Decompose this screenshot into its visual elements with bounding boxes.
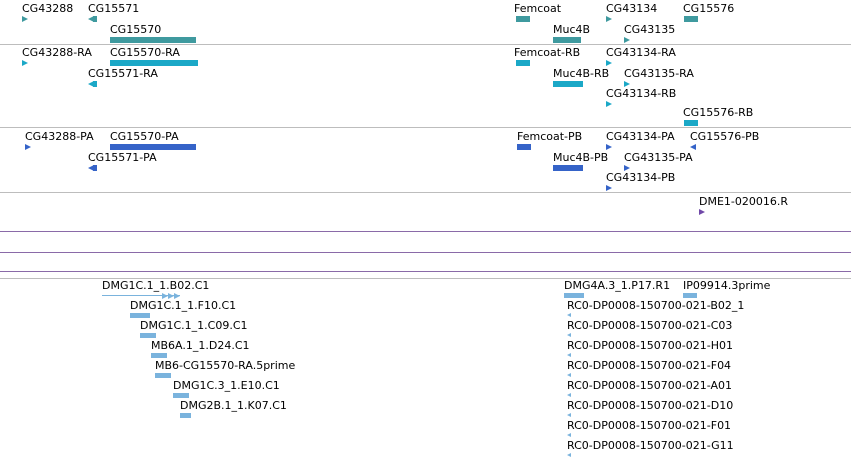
gene-track: CG43288 CG15571 CG15570 Femcoat CG43134 … [0, 0, 851, 44]
gene-label[interactable]: Femcoat [514, 2, 562, 15]
transcript-label[interactable]: CG43135-RA [624, 67, 694, 80]
gene-label[interactable]: CG43288 [22, 2, 74, 15]
protein-label[interactable]: CG43134-PB [606, 171, 676, 184]
est-label[interactable]: DMG1C.1_1.F10.C1 [130, 299, 237, 312]
est-label[interactable]: DMG1C.1_1.B02.C1 [102, 279, 210, 292]
est-feature[interactable] [151, 353, 167, 358]
transcript-feature[interactable] [684, 120, 698, 126]
est-track: DMG1C.1_1.B02.C1 DMG1C.1_1.F10.C1 DMG1C.… [0, 279, 851, 461]
est-label[interactable]: DMG1C.3_1.E10.C1 [173, 379, 280, 392]
transcript-feature[interactable] [516, 60, 530, 66]
transcript-feature[interactable] [110, 60, 198, 66]
gene-label[interactable]: CG15570 [110, 23, 162, 36]
protein-label[interactable]: CG43288-PA [25, 130, 94, 143]
protein-feature[interactable] [553, 165, 583, 171]
est-label[interactable]: DMG4A.3_1.P17.R1 [564, 279, 671, 292]
track-separator [0, 44, 851, 45]
gene-feature[interactable] [684, 16, 698, 22]
protein-label[interactable]: CG43135-PA [624, 151, 693, 164]
est-label[interactable]: RC0-DP0008-150700-021-G11 [567, 439, 734, 452]
est-label[interactable]: MB6A.1_1.D24.C1 [151, 339, 250, 352]
gene-feature[interactable] [110, 37, 196, 43]
est-label[interactable]: RC0-DP0008-150700-021-F04 [567, 359, 732, 372]
gene-feature[interactable] [516, 16, 530, 22]
gene-feature[interactable] [553, 37, 581, 43]
protein-label[interactable]: Muc4B-PB [553, 151, 609, 164]
track-separator [0, 278, 851, 279]
transcript-label[interactable]: CG43134-RB [606, 87, 677, 100]
est-feature[interactable] [130, 313, 150, 318]
est-label[interactable]: MB6-CG15570-RA.5prime [155, 359, 296, 372]
est-feature[interactable] [173, 393, 189, 398]
est-label[interactable]: RC0-DP0008-150700-021-A01 [567, 379, 733, 392]
protein-label[interactable]: CG15570-PA [110, 130, 179, 143]
transcript-label[interactable]: Femcoat-RB [514, 46, 581, 59]
est-label[interactable]: DMG2B.1_1.K07.C1 [180, 399, 287, 412]
est-label[interactable]: RC0-DP0008-150700-021-B02_1 [567, 299, 745, 312]
est-label[interactable]: IP09914.3prime [683, 279, 771, 292]
est-label[interactable]: RC0-DP0008-150700-021-H01 [567, 339, 734, 352]
transcript-label[interactable]: CG15570-RA [110, 46, 180, 59]
est-feature[interactable] [140, 333, 156, 338]
protein-track: CG43288-PA CG15570-PA CG15571-PA Femcoat… [0, 128, 851, 192]
repeat-track: DME1-020016.R [0, 193, 851, 231]
protein-label[interactable]: Femcoat-PB [517, 130, 583, 143]
est-feature[interactable] [102, 293, 180, 299]
repeat-label[interactable]: DME1-020016.R [699, 195, 789, 208]
gene-label[interactable]: Muc4B [553, 23, 591, 36]
protein-label[interactable]: CG15571-PA [88, 151, 157, 164]
transcript-label[interactable]: CG43134-RA [606, 46, 676, 59]
gene-label[interactable]: CG43135 [624, 23, 676, 36]
gene-label[interactable]: CG15571 [88, 2, 140, 15]
track-separator [0, 127, 851, 128]
gene-label[interactable]: CG15576 [683, 2, 735, 15]
empty-track-separator [0, 252, 851, 253]
est-label[interactable]: RC0-DP0008-150700-021-D10 [567, 399, 734, 412]
protein-feature[interactable] [110, 144, 196, 150]
est-label[interactable]: RC0-DP0008-150700-021-F01 [567, 419, 732, 432]
est-feature[interactable] [683, 293, 697, 298]
est-label[interactable]: DMG1C.1_1.C09.C1 [140, 319, 248, 332]
track-separator [0, 192, 851, 193]
transcript-label[interactable]: CG15576-RB [683, 106, 754, 119]
rna-track: CG43288-RA CG15570-RA CG15571-RA Femcoat… [0, 45, 851, 127]
protein-label[interactable]: CG15576-PB [690, 130, 760, 143]
est-feature[interactable] [564, 293, 584, 298]
track-separator [0, 231, 851, 232]
transcript-label[interactable]: CG43288-RA [22, 46, 92, 59]
est-feature[interactable] [155, 373, 171, 378]
gene-label[interactable]: CG43134 [606, 2, 658, 15]
protein-label[interactable]: CG43134-PA [606, 130, 675, 143]
protein-feature[interactable] [517, 144, 531, 150]
est-label[interactable]: RC0-DP0008-150700-021-C03 [567, 319, 733, 332]
est-feature[interactable] [180, 413, 191, 418]
transcript-feature[interactable] [553, 81, 583, 87]
transcript-label[interactable]: CG15571-RA [88, 67, 158, 80]
transcript-label[interactable]: Muc4B-RB [553, 67, 610, 80]
empty-track-separator [0, 271, 851, 272]
